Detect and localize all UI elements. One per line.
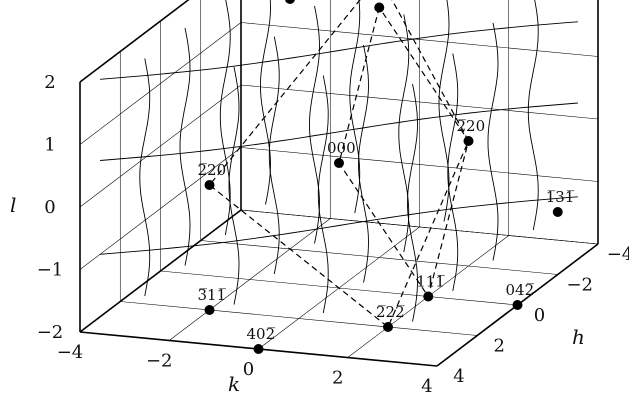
axis-label-l: l xyxy=(10,193,16,217)
lattice-points: 1̅3̅11̅1̅13̅112̅200002̅20111̅1̅31̅3̅11̅2… xyxy=(198,0,575,354)
contour-curve xyxy=(100,196,578,255)
lattice-point-label: 2̅20 xyxy=(457,117,486,135)
grid-line xyxy=(200,240,558,275)
contour-curve xyxy=(398,14,410,253)
contour-curve xyxy=(358,44,369,283)
lattice-point-label: 000 xyxy=(327,139,356,157)
contour-curve xyxy=(438,0,450,222)
grid-line xyxy=(120,301,478,336)
contour-curve xyxy=(487,22,499,261)
lattice-point-label: 2̅22̅ xyxy=(376,303,405,321)
lattice-point xyxy=(374,2,385,13)
l-tick-label: −1 xyxy=(37,260,64,281)
lattice-point-label: 111̅ xyxy=(416,273,445,291)
grid-lines xyxy=(79,0,599,367)
lattice-point xyxy=(383,322,393,332)
grid-line xyxy=(240,84,599,120)
lattice-point xyxy=(285,0,295,4)
grid-line xyxy=(79,84,242,208)
lattice-point xyxy=(512,300,523,310)
axis-labels: k h l xyxy=(10,193,585,395)
lattice-point-label: 1̅31̅ xyxy=(546,188,575,206)
h-tick-label: 2 xyxy=(494,336,505,357)
k-tick-label: 4 xyxy=(421,376,432,395)
lattice-point xyxy=(463,136,474,146)
contour-curve xyxy=(228,66,240,305)
axis-label-k: k xyxy=(228,372,240,395)
lattice-point xyxy=(552,207,563,217)
contour-curve xyxy=(139,58,151,297)
frame-edge xyxy=(79,209,242,333)
grid-line xyxy=(79,22,242,145)
contour-curve xyxy=(527,0,539,231)
h-tick-label: −4 xyxy=(607,244,629,265)
l-tick-label: 2 xyxy=(44,72,55,93)
grid-line xyxy=(240,209,599,245)
contour-curve xyxy=(309,5,320,244)
lattice-point-label: 402̅ xyxy=(247,325,276,343)
lattice-point xyxy=(204,180,215,190)
lattice-point xyxy=(253,344,264,354)
k-tick-label: −4 xyxy=(57,342,84,363)
axis-label-h: h xyxy=(572,325,585,349)
lattice-point-label: 3̅11̅ xyxy=(198,286,227,304)
contour-curve xyxy=(447,53,459,292)
cell-outline-outer xyxy=(208,0,470,328)
contour-lines xyxy=(100,0,578,322)
k-tick-label: 0 xyxy=(243,359,254,380)
h-tick-label: 0 xyxy=(534,305,545,326)
lattice-point xyxy=(423,291,434,302)
contour-curve xyxy=(349,0,361,214)
lattice-point-label: 042̅ xyxy=(506,281,535,299)
grid-line xyxy=(240,22,599,57)
box-frame xyxy=(79,0,599,367)
l-tick-label: 1 xyxy=(44,135,55,156)
contour-curve xyxy=(100,102,578,161)
lattice-point xyxy=(204,305,215,315)
contour-curve xyxy=(317,75,329,314)
l-tick-label: −2 xyxy=(37,322,64,343)
lattice-point-label: 2̅20 xyxy=(198,161,227,179)
l-tick-label: 0 xyxy=(44,197,55,218)
grid-line xyxy=(240,147,599,182)
h-tick-label: 4 xyxy=(453,366,464,387)
lattice-point-label: 1̅1̅1 xyxy=(367,0,396,2)
grid-line xyxy=(79,147,242,270)
lattice-point xyxy=(334,158,344,168)
frame-edge xyxy=(79,0,190,83)
k-tick-label: 2 xyxy=(332,368,343,389)
contour-curve xyxy=(100,21,578,80)
contour-curve xyxy=(260,0,271,205)
contour-curve xyxy=(179,27,191,266)
h-tick-label: −2 xyxy=(566,275,593,296)
contour-curve xyxy=(268,36,280,275)
contour-curve xyxy=(219,0,231,236)
contour-curve xyxy=(407,83,418,322)
k-tick-label: −2 xyxy=(146,351,173,372)
